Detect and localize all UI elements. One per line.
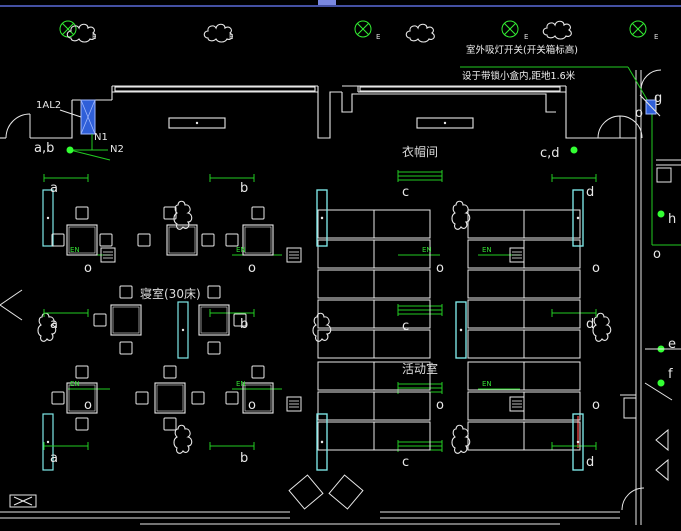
- circuit-b-label: b: [240, 451, 249, 466]
- corner-switch: [639, 94, 661, 117]
- outlet-label: o: [436, 261, 444, 276]
- circuit-b-label: b: [240, 317, 249, 332]
- node-leaders: [644, 348, 681, 401]
- cloud-symbol: [542, 20, 572, 40]
- distribution-panel: [59, 99, 96, 135]
- fan-tag: EN: [236, 246, 246, 254]
- outlet-label: o: [84, 398, 92, 413]
- outlet-label: o: [84, 261, 92, 276]
- switch-note-line-1: 室外吸灯开关(开关箱标高): [466, 45, 578, 56]
- outlet-label: o: [436, 398, 444, 413]
- top-fixture-right: [416, 117, 474, 129]
- outer-walls: [0, 85, 636, 139]
- circuit-line: [551, 441, 597, 451]
- circuit-f-label: f: [668, 367, 673, 382]
- outlet-label: o: [248, 398, 256, 413]
- fan-unit: [509, 396, 525, 412]
- cd-circuit-label: c,d: [540, 146, 560, 161]
- cloud-symbol: [592, 312, 612, 342]
- fan-unit: [509, 247, 525, 263]
- circuit-b-label: b: [240, 181, 249, 196]
- node-h: [657, 210, 665, 218]
- panel-wires: [69, 134, 111, 161]
- outlet-label: o: [592, 261, 600, 276]
- circuit-d-label: d: [586, 317, 595, 332]
- exhaust-tag: E: [376, 33, 381, 41]
- en-wires: [68, 254, 520, 390]
- exhaust-lamp-4: [629, 20, 647, 38]
- fan-unit: [100, 247, 116, 263]
- outlet-label: o: [635, 106, 643, 121]
- left-fixture-mid: [177, 301, 189, 359]
- fan-tag: EN: [236, 380, 246, 388]
- exhaust-lamp-3: [501, 20, 519, 38]
- exhaust-tag: E: [229, 33, 234, 41]
- bed-grid: [317, 209, 581, 451]
- panel-node: [66, 146, 74, 154]
- exhaust-lamp-1: [59, 20, 77, 38]
- left-arrow: [0, 289, 23, 321]
- cloud-symbol: [451, 200, 471, 230]
- cd-node: [570, 146, 578, 154]
- panel-label: 1AL2: [36, 100, 62, 111]
- wire-bundle: [397, 169, 443, 183]
- exhaust-tag: E: [92, 33, 97, 41]
- door-left: [5, 113, 31, 139]
- circuit-line: [209, 441, 255, 451]
- circuit-d-label: d: [586, 185, 595, 200]
- top-frame: [0, 0, 681, 7]
- circuit-c-label: c: [402, 185, 410, 200]
- circuit-line: [551, 173, 597, 183]
- fan-unit: [286, 396, 302, 412]
- neutral-label-1: N1: [94, 132, 108, 143]
- fan-tag: EN: [482, 246, 492, 254]
- cloud-symbol: [312, 312, 332, 342]
- right-wall: [620, 69, 681, 525]
- cloud-symbol: [173, 424, 193, 454]
- fan-tag: EN: [422, 246, 432, 254]
- outlet-label: o: [653, 247, 661, 262]
- fan-tag: EN: [482, 380, 492, 388]
- wire-bundle: [397, 303, 443, 317]
- door-right: [597, 115, 643, 139]
- circuit-a-label: a: [50, 181, 58, 196]
- cloud-symbol: [451, 424, 471, 454]
- circuit-c-label: c: [402, 319, 410, 334]
- exhaust-lamp-2: [354, 20, 372, 38]
- circuit-d-label: d: [586, 455, 595, 470]
- outlet-label: o: [248, 261, 256, 276]
- outlet-label: o: [592, 398, 600, 413]
- room-label-cloakroom: 衣帽间: [402, 145, 439, 159]
- circuit-line: [209, 308, 255, 318]
- fan-unit: [286, 247, 302, 263]
- room-label-bedroom: 寝室(30床): [140, 287, 201, 301]
- room-label-activity: 活动室: [402, 362, 439, 376]
- circuit-a-label: a: [50, 451, 58, 466]
- circuit-line: [551, 308, 597, 318]
- bottom-walls: [0, 474, 620, 525]
- circuit-h-label: h: [668, 212, 677, 227]
- circuit-line: [43, 441, 89, 451]
- top-fixture-left: [168, 117, 226, 129]
- circuit-g-label: g: [654, 91, 663, 106]
- exhaust-tag: E: [524, 33, 529, 41]
- exhaust-tag: E: [654, 33, 659, 41]
- circuit-line: [43, 308, 89, 318]
- circuit-a-label: a: [50, 317, 58, 332]
- neutral-label-2: N2: [110, 144, 124, 155]
- circuit-c-label: c: [402, 455, 410, 470]
- cloud-symbol: [405, 23, 435, 43]
- fan-tag: EN: [70, 380, 80, 388]
- switch-note-line-2: 设于带锁小盒内,距地1.6米: [462, 71, 576, 82]
- panel-circuit-label: a,b: [34, 141, 55, 156]
- circuit-e-label: e: [668, 337, 676, 352]
- node-f: [657, 379, 665, 387]
- fan-tag: EN: [70, 246, 80, 254]
